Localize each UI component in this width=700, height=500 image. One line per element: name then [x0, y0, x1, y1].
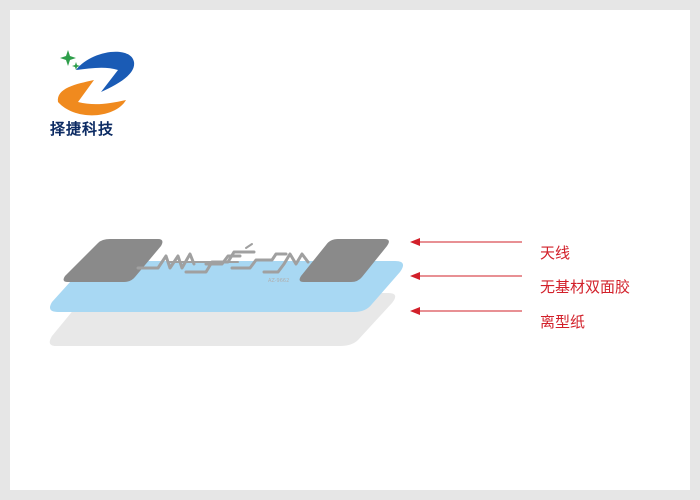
page-frame: 择捷科技 AZ-9662 — [10, 10, 690, 490]
arrow-icon — [410, 307, 522, 315]
star-icon — [72, 62, 80, 70]
antenna-right-pad — [299, 239, 389, 282]
brand-logo — [57, 50, 135, 116]
label-layers-diagram: AZ-9662 — [49, 238, 522, 346]
orange-swoosh — [57, 80, 126, 116]
label-release-paper: 离型纸 — [540, 313, 586, 331]
antenna-mark-text: AZ-9662 — [268, 278, 289, 284]
arrow-icon — [410, 272, 522, 280]
arrow-icon — [410, 238, 522, 246]
antenna-trace — [136, 243, 310, 274]
blue-swoosh — [76, 51, 135, 92]
antenna-left-pad — [63, 239, 163, 282]
label-antenna: 天线 — [540, 244, 571, 262]
brand-name: 择捷科技 — [50, 120, 115, 138]
star-icon — [60, 50, 76, 66]
label-adhesive: 无基材双面胶 — [540, 278, 631, 296]
